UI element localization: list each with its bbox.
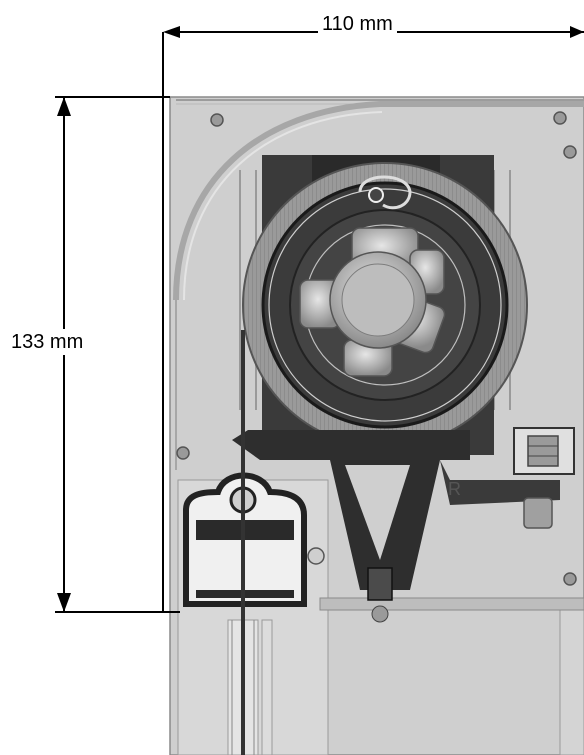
width-dimension-label: 110 mm (318, 11, 397, 37)
screw (563, 145, 577, 159)
roll-assembly (242, 155, 528, 455)
width-arrow-right (570, 26, 584, 38)
bracket-arm: R (232, 427, 575, 623)
housing-curve (173, 101, 584, 301)
screw (553, 111, 567, 125)
screw (307, 547, 325, 565)
width-arrow-left (163, 26, 180, 38)
height-arrow-top (57, 97, 71, 116)
spring-clip (358, 175, 412, 210)
octagonal-tube-hub (299, 227, 446, 377)
screw (563, 572, 577, 586)
screw (210, 113, 224, 127)
height-arrow-bottom (57, 593, 71, 612)
height-dimension-label: 133 mm (7, 329, 88, 355)
belt-guide (183, 330, 307, 755)
hardware-marking-r: R (448, 479, 461, 499)
screw (176, 446, 190, 460)
